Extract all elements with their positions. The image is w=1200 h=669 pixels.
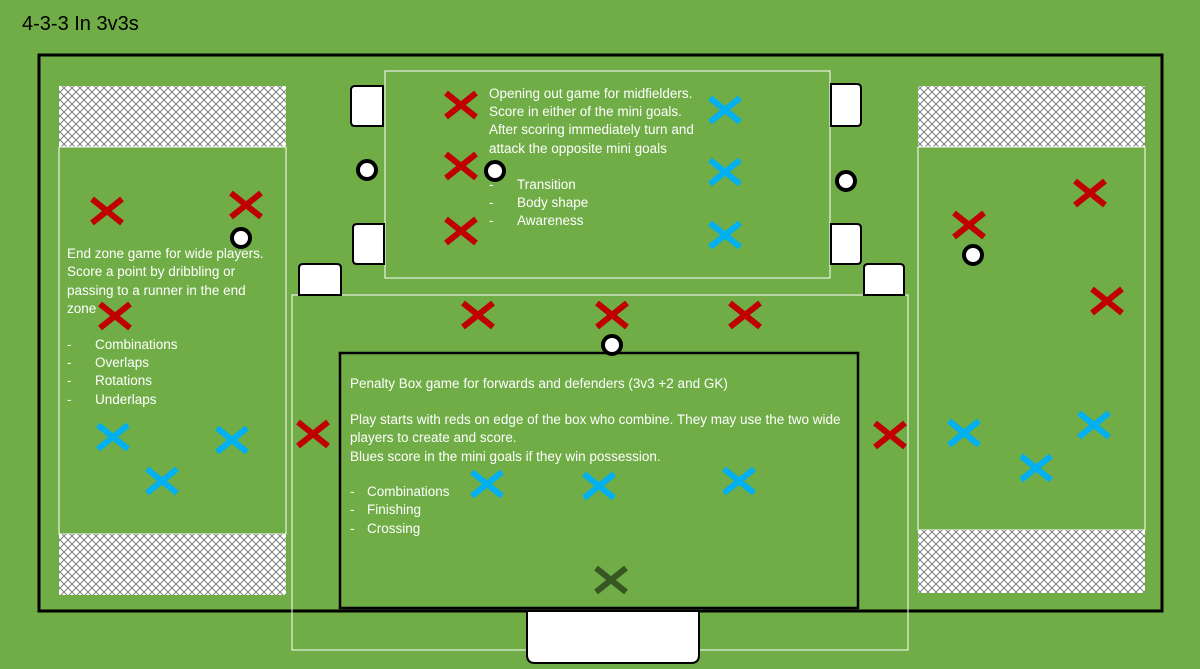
bullet-dash: -	[67, 373, 72, 388]
note-line: attack the opposite mini goals	[489, 141, 667, 156]
blue-player	[708, 95, 742, 125]
midfield-notes: Opening out game for midfielders. Score …	[489, 86, 694, 228]
blue-player	[708, 220, 742, 250]
red-player	[461, 300, 495, 330]
blue-player	[96, 422, 130, 452]
note-line: players to create and score.	[350, 430, 517, 445]
blue-player	[1019, 453, 1053, 483]
bullet-dash: -	[350, 521, 355, 536]
bullet-text: Body shape	[517, 195, 588, 210]
bullet-dash: -	[489, 213, 494, 228]
bullet-text: Combinations	[367, 484, 450, 499]
goalkeeper	[594, 565, 628, 595]
bullet-text: Overlaps	[95, 355, 149, 370]
red-player	[1090, 286, 1124, 316]
note-line: zone	[67, 301, 96, 316]
ball	[835, 170, 857, 192]
bullet-text: Crossing	[367, 521, 420, 536]
main-goal	[526, 610, 700, 664]
mini-goal-mid-tr	[830, 83, 862, 127]
bullet-dash: -	[350, 484, 355, 499]
blue-player	[215, 425, 249, 455]
red-player	[90, 196, 124, 226]
red-player	[728, 300, 762, 330]
box-notes: Penalty Box game for forwards and defend…	[350, 376, 841, 536]
note-line: Score a point by dribbling or	[67, 264, 236, 279]
blue-player	[722, 466, 756, 496]
bullet-dash: -	[489, 195, 494, 210]
midfield-area	[384, 70, 831, 279]
balls	[230, 159, 984, 356]
wide-notes: End zone game for wide players. Score a …	[67, 246, 264, 407]
ball	[230, 227, 252, 249]
note-line: Play starts with reds on edge of the box…	[350, 412, 841, 427]
bullet-dash: -	[489, 177, 494, 192]
ball	[484, 160, 506, 182]
bullet-text: Finishing	[367, 502, 421, 517]
note-line: After scoring immediately turn and	[489, 122, 694, 137]
red-player	[595, 300, 629, 330]
blue-player	[947, 418, 981, 448]
red-player	[444, 151, 478, 181]
red-player	[444, 216, 478, 246]
blue-player	[145, 466, 179, 496]
diagram-title: 4-3-3 In 3v3s	[22, 13, 139, 35]
mini-goal-mid-br	[830, 223, 862, 265]
bullet-text: Underlaps	[95, 392, 157, 407]
ball	[601, 334, 623, 356]
red-player	[444, 90, 478, 120]
blue-player	[470, 469, 504, 499]
red-player	[296, 419, 330, 449]
red-player	[1073, 178, 1107, 208]
bullet-dash: -	[67, 392, 72, 407]
note-line: Opening out game for midfielders.	[489, 86, 692, 101]
right-end-zone-bottom	[918, 530, 1145, 593]
mini-goal-mid-tl	[350, 85, 384, 127]
note-line: End zone game for wide players.	[67, 246, 264, 261]
bullet-dash: -	[350, 502, 355, 517]
bullet-text: Transition	[517, 177, 576, 192]
bullet-dash: -	[67, 337, 72, 352]
right-end-zone-top	[918, 86, 1145, 147]
note-line: Score in either of the mini goals.	[489, 104, 682, 119]
red-player	[873, 420, 907, 450]
blue-player	[582, 471, 616, 501]
penalty-box	[338, 351, 860, 610]
left-end-zone-top	[59, 86, 286, 147]
bullet-text: Awareness	[517, 213, 584, 228]
mini-goal-box-left	[298, 263, 342, 296]
red-player	[98, 301, 132, 331]
blue-player	[708, 157, 742, 187]
mini-goal-mid-bl	[352, 223, 385, 265]
blue-player	[1077, 410, 1111, 440]
note-line: Blues score in the mini goals if they wi…	[350, 449, 661, 464]
mini-goals	[298, 83, 905, 664]
bullet-text: Rotations	[95, 373, 152, 388]
bullet-dash: -	[67, 355, 72, 370]
left-end-zone-bottom	[59, 534, 286, 595]
players	[90, 90, 1124, 595]
note-line: passing to a runner in the end	[67, 283, 246, 298]
red-player	[229, 190, 263, 220]
red-player	[952, 210, 986, 240]
ball	[356, 159, 378, 181]
ball	[962, 244, 984, 266]
bullet-text: Combinations	[95, 337, 178, 352]
mini-goal-box-right	[863, 263, 905, 296]
box-heading: Penalty Box game for forwards and defend…	[350, 376, 728, 391]
